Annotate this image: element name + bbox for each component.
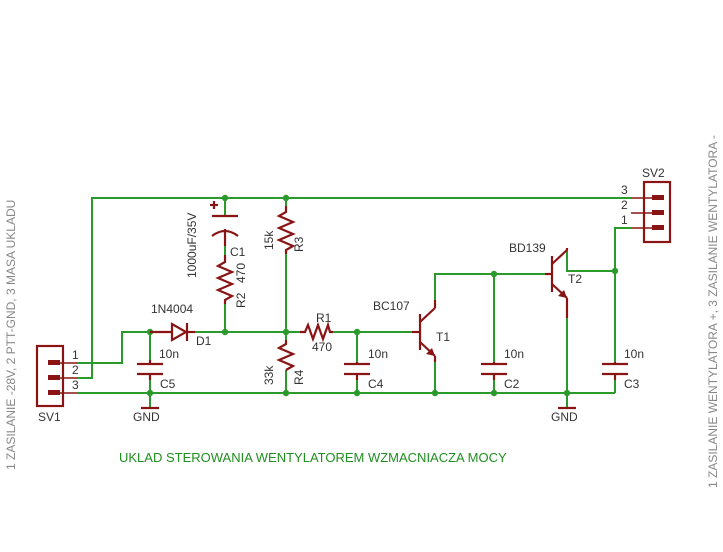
- c1-label: C1: [230, 245, 246, 259]
- c2-label: C2: [504, 377, 520, 391]
- side-label-right: 1 ZASILANIE WENTYLATORA +, 3 ZASILANIE W…: [706, 135, 720, 488]
- resistor-r3: 15k R3: [262, 206, 306, 254]
- sv1-pin-3: 3: [72, 378, 79, 392]
- connector-sv2: 3 2 1 SV2: [621, 166, 672, 244]
- r3-value: 15k: [262, 230, 276, 250]
- c2-value: 10n: [504, 347, 524, 361]
- resistor-r4: 33k R4: [262, 340, 306, 385]
- r1-value: 470: [312, 340, 332, 354]
- c5-value: 10n: [159, 347, 179, 361]
- sv2-pin-3: 3: [621, 183, 628, 197]
- c4-value: 10n: [368, 347, 388, 361]
- c5-label: C5: [160, 377, 176, 391]
- d1-label: D1: [196, 334, 212, 348]
- c3-label: C3: [624, 377, 640, 391]
- c4-label: C4: [368, 377, 384, 391]
- gnd-label-right: GND: [551, 410, 578, 424]
- d1-value: 1N4004: [151, 302, 193, 316]
- connector-sv1: 1 2 3 SV1: [35, 344, 79, 424]
- resistor-r1: R1 470: [300, 311, 333, 354]
- r3-label: R3: [292, 236, 306, 252]
- r4-value: 33k: [262, 365, 276, 385]
- t1-label: T1: [436, 330, 450, 344]
- capacitor-c5: 10n C5: [137, 347, 179, 391]
- gnd-label-left: GND: [133, 410, 160, 424]
- sv1-label: SV1: [38, 410, 61, 424]
- capacitor-c4: 10n C4: [344, 347, 388, 391]
- r2-label: R2: [234, 292, 248, 308]
- t2-label: T2: [568, 272, 582, 286]
- c1-value: 1000uF/35V: [185, 213, 199, 278]
- side-label-left: 1 ZASILANIE -28V, 2 PTT-GND, 3 MASA UKLA…: [4, 200, 18, 470]
- gnd-symbol-right: GND: [551, 406, 578, 424]
- capacitor-c2: 10n C2: [481, 347, 524, 391]
- schematic-title: UKLAD STEROWANIA WENTYLATOREM WZMACNIACZ…: [119, 450, 507, 465]
- sv2-label: SV2: [642, 166, 665, 180]
- junctions: [146, 194, 619, 397]
- capacitor-c3: 10n C3: [602, 347, 644, 391]
- sv2-pin-2: 2: [621, 198, 628, 212]
- resistor-r2: R2 470: [215, 255, 248, 308]
- diode-d1: 1N4004 D1: [150, 302, 212, 348]
- c3-value: 10n: [624, 347, 644, 361]
- t2-value: BD139: [509, 241, 546, 255]
- sv2-pin-1: 1: [621, 213, 628, 227]
- sv1-pin-1: 1: [72, 348, 79, 362]
- transistor-t2: BD139 T2: [509, 241, 582, 318]
- r1-label: R1: [316, 311, 332, 325]
- gnd-symbol-left: GND: [133, 406, 160, 424]
- capacitor-c1: C1 1000uF/35V: [185, 201, 246, 278]
- r2-value: 470: [234, 263, 248, 283]
- transistor-t1: BC107 T1: [373, 299, 450, 362]
- sv1-pin-2: 2: [72, 363, 79, 377]
- t1-value: BC107: [373, 299, 410, 313]
- r4-label: R4: [292, 369, 306, 385]
